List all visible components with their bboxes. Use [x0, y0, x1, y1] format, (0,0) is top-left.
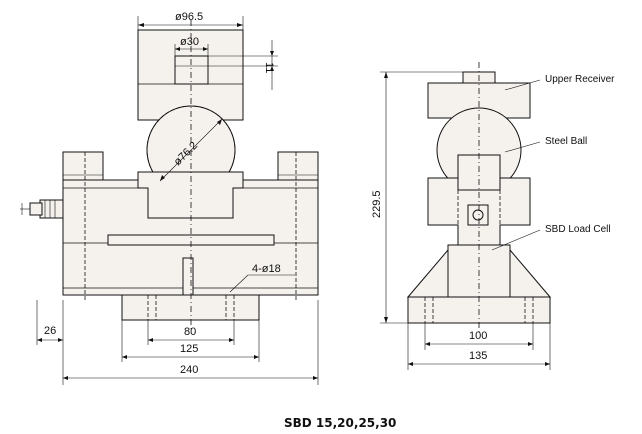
dim-receiver-hole: ø30 [180, 36, 199, 48]
dim-side-inner: 100 [469, 330, 487, 342]
dim-top-width: ø96.5 [175, 11, 203, 23]
side-connector-nut [472, 209, 484, 221]
front-right-column [277, 151, 319, 181]
dim-mid: 125 [180, 343, 198, 355]
label-upper-receiver: Upper Receiver [545, 74, 615, 85]
side-support-left [406, 248, 449, 298]
dim-height: 229.5 [371, 190, 383, 218]
dim-inner: 80 [184, 326, 196, 338]
dim-side-base: 135 [469, 350, 487, 362]
leader-load-cell [491, 229, 541, 251]
front-view: ø96.5 ø30 11 ø76.2 4-ø18 26 80 [20, 11, 319, 385]
leader-upper-receiver [504, 79, 541, 91]
front-left-column [62, 151, 104, 181]
leader-steel-ball [504, 141, 541, 153]
dim-receiver-depth: 11 [263, 62, 275, 73]
label-load-cell: SBD Load Cell [545, 224, 611, 235]
dim-overall: 240 [180, 364, 198, 376]
front-receiver-pin [174, 55, 209, 85]
side-support-right [509, 248, 552, 298]
dim-arrows [270, 51, 274, 71]
front-cable-connector [20, 199, 64, 219]
dim-holes: 4-ø18 [252, 263, 281, 275]
front-saddle [137, 171, 244, 219]
side-view: 229.5 100 135 Upper Receiver Steel Ball … [371, 62, 615, 370]
front-base-plate [121, 294, 260, 321]
label-steel-ball: Steel Ball [545, 136, 587, 147]
front-center-pin [182, 257, 194, 297]
leader-holes [229, 274, 249, 293]
dim-offset: 26 [44, 325, 56, 337]
dim-line-ball [159, 118, 223, 182]
drawing-caption: SBD 15,20,25,30 [284, 416, 396, 430]
